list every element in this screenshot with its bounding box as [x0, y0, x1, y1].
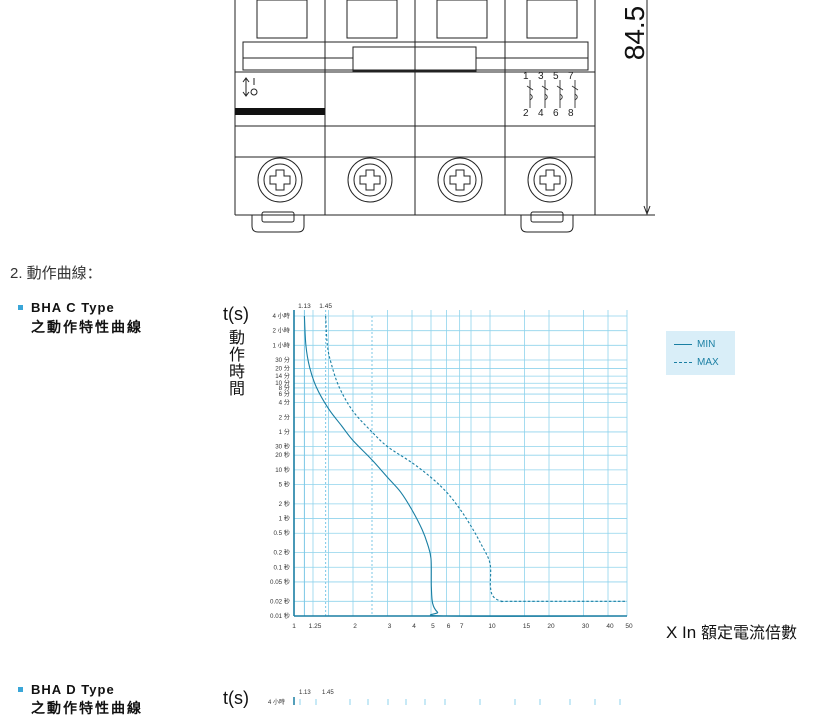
- y-tick-label: 1 分: [279, 428, 290, 436]
- terminal-number: 8: [568, 108, 574, 119]
- terminal-number: 1: [523, 71, 529, 82]
- y-tick-label: 6 分: [279, 390, 290, 398]
- dimension-label: 84.5: [619, 5, 650, 61]
- y-tick-label: 14 分: [275, 372, 290, 380]
- ylabel-char: 時: [228, 364, 245, 381]
- screw-terminal-1: [257, 157, 303, 203]
- y-tick-label: 20 秒: [275, 451, 290, 459]
- x-tick-label: 50: [625, 623, 633, 630]
- chart2-grid-stub: [293, 697, 621, 705]
- y-tick-label: 4 小時: [272, 312, 290, 320]
- y-tick-label: 30 分: [275, 356, 290, 364]
- x-tick-label: 15: [523, 623, 531, 630]
- y-tick-label: 8 分: [279, 384, 290, 392]
- legend-max-swatch: [674, 361, 692, 363]
- legend-max-label: MAX: [697, 357, 719, 368]
- chart2-first-tick: 4 小時: [268, 700, 286, 706]
- black-stripe: [235, 108, 325, 115]
- y-tick-label: 5 秒: [279, 481, 290, 489]
- chart1-legend: MIN MAX: [666, 331, 735, 375]
- chart1-xlabel: X In 額定電流倍數: [666, 619, 797, 643]
- chart2-top-label: 1.45: [322, 690, 334, 696]
- y-tick-label: 30 秒: [275, 443, 290, 451]
- x-tick-label: 7: [460, 623, 464, 630]
- xlabel-main: X In: [666, 623, 697, 642]
- x-tick-label: 10: [488, 623, 496, 630]
- terminal-number: 7: [568, 71, 574, 82]
- series-min-line: [303, 315, 628, 617]
- marker-label: 1.13: [298, 303, 311, 310]
- screw-terminal-2: [347, 157, 393, 203]
- x-tick-label: 2: [353, 623, 357, 630]
- bullet-icon: [18, 687, 23, 692]
- x-tick-label: 1.25: [309, 623, 322, 630]
- chart1-plot: 4 小時 2 小時 1 小時 30 分20 分14 分10 分8 分6 分4 分 2 分…: [270, 303, 633, 630]
- legend-item-max: MAX: [674, 357, 719, 368]
- y-tick-label: 4 分: [279, 399, 290, 407]
- terminal-number: 6: [553, 108, 559, 119]
- ylabel-char: 間: [228, 381, 245, 398]
- bullet-icon: [18, 305, 23, 310]
- chart1-title-line2: 之動作特性曲線: [31, 319, 143, 335]
- xlabel-suffix: 額定電流倍數: [700, 625, 797, 642]
- x-tick-label: 1: [292, 623, 296, 630]
- legend-item-min: MIN: [674, 339, 715, 350]
- y-tick-label: 0.01 秒: [270, 612, 290, 620]
- y-tick-label: 1 秒: [279, 515, 290, 523]
- ylabel-char: 作: [228, 347, 245, 364]
- y-tick-label: 0.2 秒: [273, 549, 290, 557]
- y-tick-label: 10 秒: [275, 466, 290, 474]
- y-tick-label: 2 小時: [272, 327, 290, 335]
- y-tick-label: 0.02 秒: [270, 597, 290, 605]
- chart2-title-line1: BHA D Type: [31, 682, 115, 697]
- screw-terminal-3: [437, 157, 483, 203]
- x-tick-label: 30: [582, 623, 590, 630]
- x-tick-label: 20: [547, 623, 555, 630]
- y-tick-label: 1 小時: [272, 341, 290, 349]
- y-tick-label: 0.5 秒: [273, 529, 290, 537]
- y-tick-label: 2 分: [279, 413, 290, 421]
- y-tick-label: 20 分: [275, 365, 290, 373]
- section-title: 2. 動作曲線：: [10, 265, 102, 282]
- chart2-top-label: 1.13: [299, 690, 311, 696]
- marker-label: 1.45: [319, 303, 332, 310]
- x-tick-label: 3: [388, 623, 392, 630]
- legend-min-label: MIN: [697, 339, 716, 350]
- x-tick-label: 4: [412, 623, 416, 630]
- chart2-title-line2: 之動作特性曲線: [31, 700, 143, 716]
- chart1-title-line1: BHA C Type: [31, 300, 115, 315]
- legend-min-swatch: [674, 343, 692, 345]
- chart1-ylabel-unit: t(s): [223, 304, 249, 324]
- chart1-title: BHA C Type 之動作特性曲線: [18, 300, 143, 337]
- x-tick-label: 6: [447, 623, 451, 630]
- breaker-drawing: [234, 0, 655, 233]
- terminal-number: 4: [538, 108, 544, 119]
- y-tick-label: 10 分: [275, 379, 290, 387]
- y-tick-label: 2 秒: [279, 500, 290, 508]
- series-max-line: [325, 315, 627, 603]
- chart1-ylabel: 動 作 時 間: [228, 330, 246, 398]
- terminal-number: 3: [538, 71, 544, 82]
- y-tick-label: 0.05 秒: [270, 578, 290, 586]
- chart2-title: BHA D Type 之動作特性曲線: [18, 682, 143, 718]
- terminal-number: 5: [553, 71, 559, 82]
- y-tick-label: 0.1 秒: [273, 563, 290, 571]
- x-tick-label: 40: [606, 623, 614, 630]
- screw-terminal-4: [527, 157, 573, 203]
- ylabel-char: 動: [228, 330, 245, 347]
- chart2-ylabel-unit: t(s): [223, 688, 249, 708]
- x-tick-label: 5: [431, 623, 435, 630]
- terminal-number: 2: [523, 108, 529, 119]
